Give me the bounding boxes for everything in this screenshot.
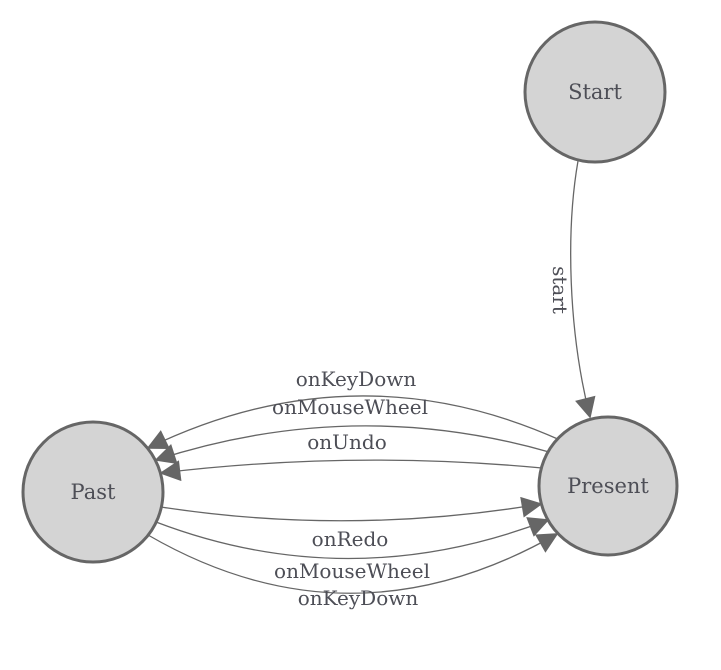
edge-labels-layer: start onKeyDown onMouseWheel onUndo onRedo on… (272, 266, 572, 610)
node-label-start: Start (568, 80, 622, 104)
node-circle-start (523, 20, 667, 164)
edge-label-past-to-present-onkeydown: onKeyDown (298, 586, 419, 610)
transition-edge-present-to-past-onmousewheel (154, 425, 550, 465)
state-node-present: Present (537, 415, 679, 557)
transition-edge-past-to-present-onmousewheel (155, 517, 550, 560)
state-node-past: Past (21, 420, 165, 564)
node-circle-present (537, 415, 679, 557)
transition-edge-present-to-past-onkeydown (146, 395, 561, 450)
transition-edge-past-to-present-onredo (160, 496, 543, 522)
edge-label-present-to-past-onmousewheel: onMouseWheel (272, 395, 428, 419)
transition-edge-present-to-past-onundo (159, 459, 543, 482)
transition-edge-past-to-present-onkeydown (147, 533, 559, 594)
edge-label-present-to-past-onkeydown: onKeyDown (296, 367, 417, 391)
node-label-past: Past (71, 480, 116, 504)
edges-layer (146, 160, 596, 594)
edge-label-past-to-present-onmousewheel: onMouseWheel (274, 559, 430, 583)
node-circle-past (21, 420, 165, 564)
state-node-start: Start (523, 20, 667, 164)
edge-label-start-to-present: start (548, 266, 572, 314)
edge-label-present-to-past-onundo: onUndo (307, 430, 387, 454)
transition-edge-start-to-present (570, 160, 596, 419)
edge-label-past-to-present-onredo: onRedo (312, 527, 389, 551)
node-label-present: Present (567, 474, 649, 498)
